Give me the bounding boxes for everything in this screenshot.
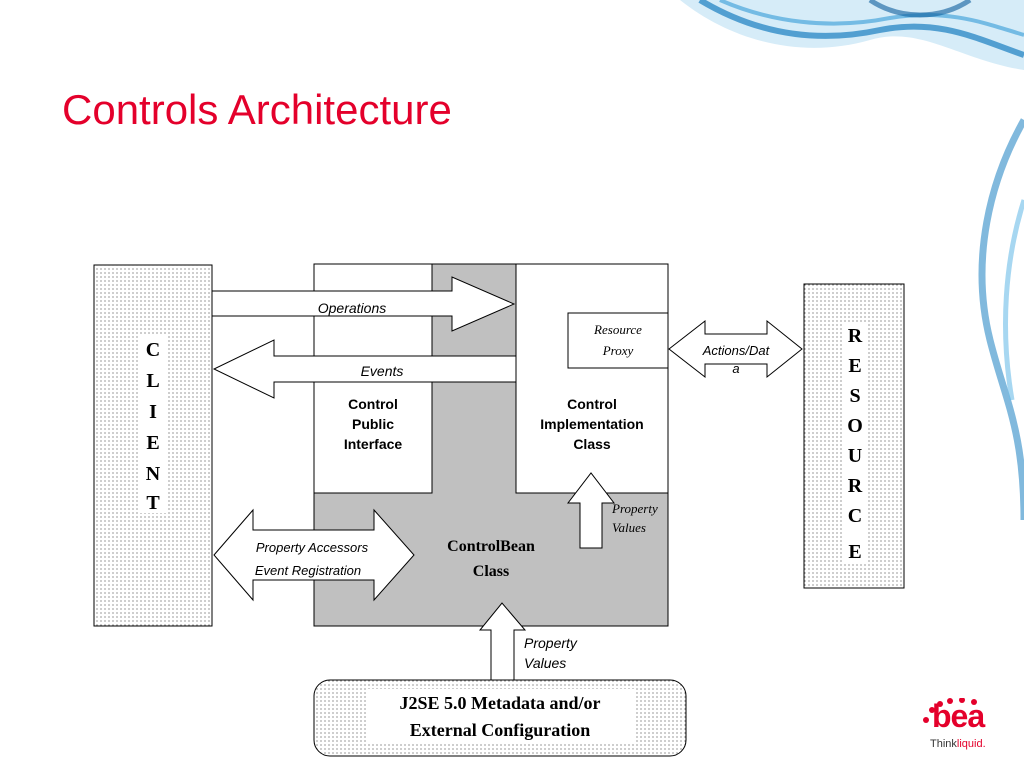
resource-letter: E — [848, 541, 861, 563]
client-letter: I — [149, 401, 157, 423]
property-values-upper-label: Property — [611, 501, 658, 516]
operations-arrow — [211, 276, 516, 332]
events-label: Events — [361, 363, 404, 379]
resource-proxy-label: Proxy — [602, 343, 634, 358]
public-interface-label: Interface — [344, 436, 403, 452]
bea-wordmark: bea — [932, 698, 985, 734]
resource-letter: E — [848, 355, 861, 377]
client-letter: L — [146, 370, 159, 392]
resource-letter: R — [848, 475, 863, 497]
metadata-label: External Configuration — [410, 720, 591, 740]
property-values-lower-label-2: Values — [524, 655, 566, 671]
slide-title: Controls Architecture — [62, 86, 452, 133]
metadata-box: J2SE 5.0 Metadata and/or External Config… — [313, 679, 687, 757]
operations-label: Operations — [318, 300, 386, 316]
bea-tagline-liquid: liquid. — [956, 738, 986, 750]
resource-box: R E S O U R C E — [803, 283, 905, 589]
actions-data-label-wrap: a — [732, 361, 739, 376]
metadata-label: J2SE 5.0 Metadata and/or — [399, 693, 600, 713]
resource-proxy-label: Resource — [593, 322, 642, 337]
bea-logo-dots — [923, 698, 977, 723]
bea-logo: bea Thinkliquid. — [918, 698, 998, 758]
actions-data-label: Actions/Dat — [702, 343, 771, 358]
bea-tagline-think: Think — [930, 738, 957, 750]
client-letter: N — [146, 463, 161, 485]
controlbean-label: ControlBean — [447, 538, 535, 555]
public-interface-label: Control — [348, 396, 398, 412]
events-arrow — [212, 339, 517, 399]
resource-letter: R — [848, 325, 863, 347]
event-registration-label: Event Registration — [255, 563, 361, 578]
implementation-box — [515, 263, 669, 494]
property-values-lower-label: Property — [524, 635, 578, 651]
client-letter: C — [146, 339, 160, 361]
resource-letter: O — [847, 415, 863, 437]
property-values-upper-arrow — [566, 472, 616, 549]
resource-letter: S — [849, 385, 860, 407]
public-interface-label: Public — [352, 416, 394, 432]
resource-proxy-box — [567, 312, 669, 369]
resource-letter: U — [848, 445, 862, 467]
resource-letter: C — [848, 505, 862, 527]
actions-data-arrow — [668, 319, 803, 379]
blue-swirl-decoration — [680, 0, 1024, 520]
property-accessors-label: Property Accessors — [256, 540, 369, 555]
implementation-label: Class — [573, 436, 611, 452]
property-values-lower-arrow — [478, 602, 527, 681]
implementation-label: Control — [567, 396, 617, 412]
property-values-upper-label-2: Values — [612, 520, 646, 535]
client-letter: T — [146, 492, 160, 514]
controlbean-label: Class — [473, 563, 509, 580]
implementation-label: Implementation — [540, 416, 643, 432]
bea-tagline: Thinkliquid. — [930, 738, 986, 750]
property-accessors-arrow — [213, 508, 415, 602]
client-box: C L I E N T — [93, 264, 213, 627]
client-letter: E — [146, 432, 159, 454]
